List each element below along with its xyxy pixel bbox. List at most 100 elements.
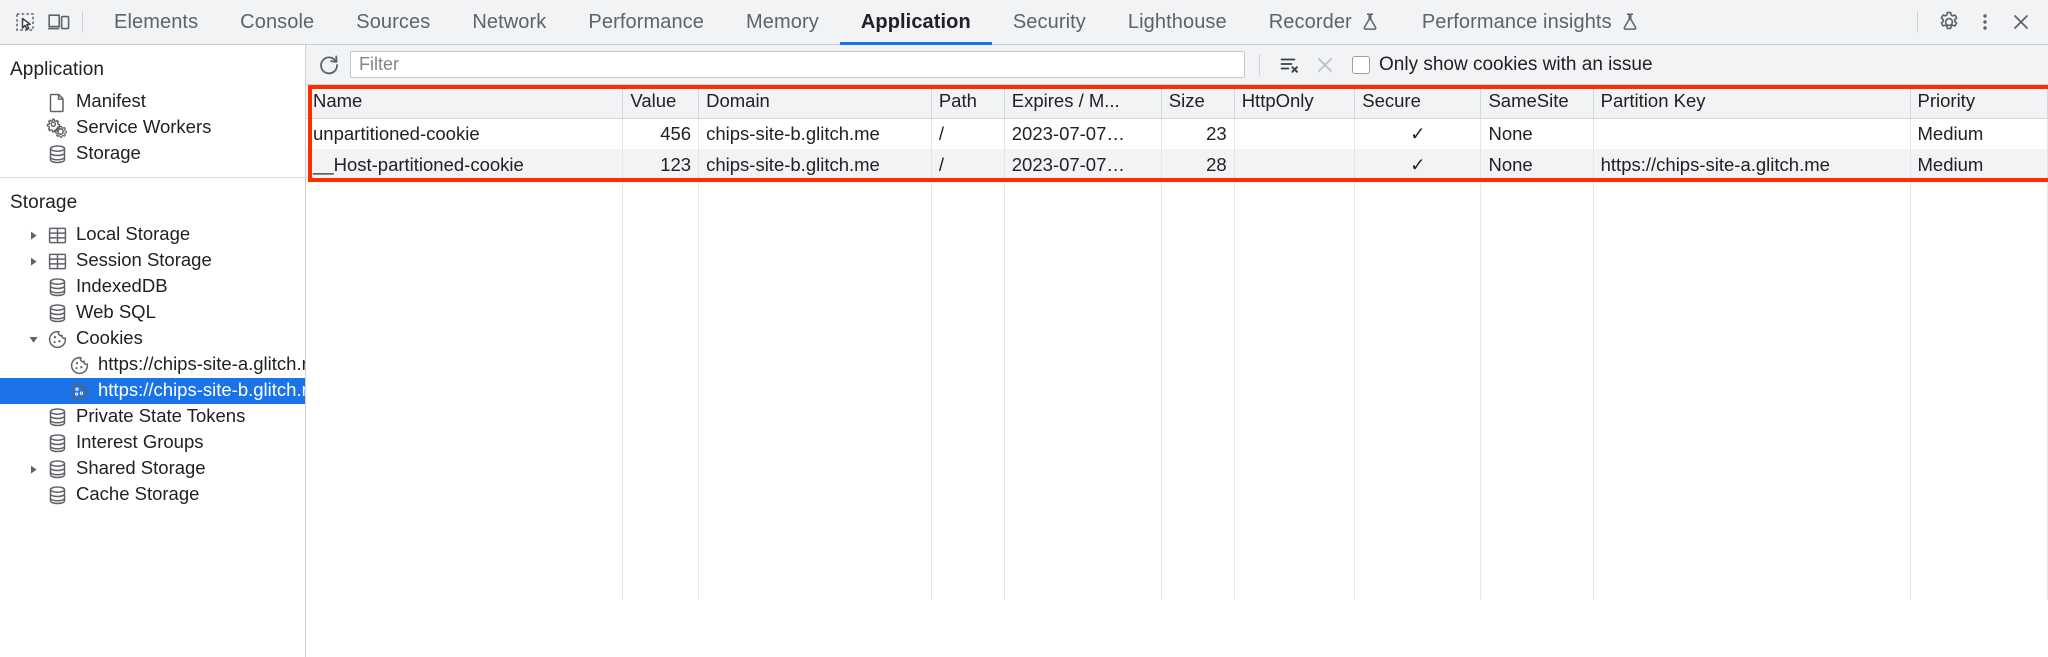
refresh-icon[interactable] bbox=[314, 50, 344, 80]
tab-sources[interactable]: Sources bbox=[335, 0, 451, 45]
only-issues-label: Only show cookies with an issue bbox=[1379, 53, 1653, 75]
filter-input[interactable]: Filter bbox=[350, 51, 1245, 78]
chevron-collapsed-icon[interactable] bbox=[22, 463, 44, 476]
tab-network[interactable]: Network bbox=[451, 0, 567, 45]
tab-label: Application bbox=[860, 10, 971, 33]
sidebar-item-indexeddb[interactable]: IndexedDB bbox=[0, 274, 305, 300]
table-icon bbox=[44, 251, 70, 272]
clear-filter-icon[interactable] bbox=[1274, 50, 1304, 80]
sidebar-item-https-chips-site-b-glitch-me[interactable]: https://chips-site-b.glitch.me bbox=[0, 378, 305, 404]
chevron-collapsed-icon[interactable] bbox=[22, 255, 44, 268]
cell-samesite[interactable]: None bbox=[1480, 118, 1594, 149]
sidebar-item-label: Cache Storage bbox=[76, 483, 200, 505]
chevron-expanded-icon[interactable] bbox=[22, 333, 44, 346]
gear-icon[interactable] bbox=[1932, 5, 1966, 39]
sidebar-item-storage[interactable]: Storage bbox=[0, 141, 305, 167]
sidebar-item-label: Service Workers bbox=[76, 116, 212, 138]
sidebar-item-local-storage[interactable]: Local Storage bbox=[0, 222, 305, 248]
inspect-element-icon[interactable] bbox=[8, 5, 42, 39]
cell-path[interactable]: / bbox=[931, 149, 1005, 180]
tab-console[interactable]: Console bbox=[219, 0, 335, 45]
cell-httponly[interactable] bbox=[1234, 118, 1356, 149]
cell-value[interactable]: 456 bbox=[622, 118, 700, 149]
cell-domain[interactable]: chips-site-b.glitch.me bbox=[698, 149, 932, 180]
sidebar-item-cache-storage[interactable]: Cache Storage bbox=[0, 482, 305, 508]
sidebar-item-label: Cookies bbox=[76, 327, 143, 349]
sidebar-item-shared-storage[interactable]: Shared Storage bbox=[0, 456, 305, 482]
column-header[interactable]: Size bbox=[1161, 85, 1235, 119]
cell-path[interactable]: / bbox=[931, 118, 1005, 149]
filter-placeholder-text: Filter bbox=[359, 54, 399, 74]
filler-cell bbox=[931, 180, 1005, 600]
cell-priority[interactable]: Medium bbox=[1910, 118, 2048, 149]
cell-size[interactable]: 23 bbox=[1161, 118, 1235, 149]
cell-secure[interactable]: ✓ bbox=[1354, 118, 1482, 149]
sidebar-item-session-storage[interactable]: Session Storage bbox=[0, 248, 305, 274]
column-header[interactable]: SameSite bbox=[1480, 85, 1594, 119]
cell-samesite[interactable]: None bbox=[1480, 149, 1594, 180]
filler-cell bbox=[1910, 180, 2048, 600]
chevron-collapsed-icon[interactable] bbox=[22, 229, 44, 242]
column-header[interactable]: Domain bbox=[698, 85, 932, 119]
sidebar-item-cookies[interactable]: Cookies bbox=[0, 326, 305, 352]
sidebar-item-private-state-tokens[interactable]: Private State Tokens bbox=[0, 404, 305, 430]
cookie-icon bbox=[66, 355, 92, 376]
sidebar-item-web-sql[interactable]: Web SQL bbox=[0, 300, 305, 326]
sidebar-item-label: Interest Groups bbox=[76, 431, 204, 453]
tab-lighthouse[interactable]: Lighthouse bbox=[1107, 0, 1248, 45]
cell-size[interactable]: 28 bbox=[1161, 149, 1235, 180]
database-icon bbox=[44, 433, 70, 454]
tab-application[interactable]: Application bbox=[839, 0, 992, 45]
tab-security[interactable]: Security bbox=[992, 0, 1107, 45]
column-header[interactable]: Priority bbox=[1910, 85, 2048, 119]
database-icon bbox=[44, 459, 70, 480]
cell-priority[interactable]: Medium bbox=[1910, 149, 2048, 180]
sidebar-item-label: Manifest bbox=[76, 90, 146, 112]
column-header[interactable]: Expires / M... bbox=[1004, 85, 1162, 119]
tab-performance[interactable]: Performance bbox=[567, 0, 725, 45]
column-header[interactable]: Value bbox=[622, 85, 700, 119]
only-issues-checkbox[interactable] bbox=[1352, 55, 1370, 74]
tab-performance-insights[interactable]: Performance insights bbox=[1401, 0, 1661, 45]
cell-httponly[interactable] bbox=[1234, 149, 1356, 180]
tab-recorder[interactable]: Recorder bbox=[1248, 0, 1401, 45]
cell-name[interactable]: __Host-partitioned-cookie bbox=[306, 149, 624, 180]
filler-cell bbox=[622, 180, 700, 600]
cookie-icon bbox=[44, 329, 70, 350]
column-header[interactable]: Path bbox=[931, 85, 1005, 119]
cell-secure[interactable]: ✓ bbox=[1354, 149, 1482, 180]
toolbar-divider bbox=[82, 11, 83, 33]
database-icon bbox=[44, 277, 70, 298]
cell-partition-key[interactable] bbox=[1593, 118, 1911, 149]
tab-elements[interactable]: Elements bbox=[93, 0, 219, 45]
sidebar-item-interest-groups[interactable]: Interest Groups bbox=[0, 430, 305, 456]
cell-value[interactable]: 123 bbox=[622, 149, 700, 180]
tab-memory[interactable]: Memory bbox=[725, 0, 840, 45]
only-issues-checkbox-row[interactable]: Only show cookies with an issue bbox=[1352, 54, 1653, 76]
column-header[interactable]: Secure bbox=[1354, 85, 1482, 119]
database-icon bbox=[44, 144, 70, 165]
sidebar-item-service-workers[interactable]: Service Workers bbox=[0, 115, 305, 141]
cell-domain[interactable]: chips-site-b.glitch.me bbox=[698, 118, 932, 149]
device-toolbar-icon[interactable] bbox=[42, 5, 76, 39]
cell-partition-key[interactable]: https://chips-site-a.glitch.me bbox=[1593, 149, 1911, 180]
sidebar-item-https-chips-site-a-glitch-me[interactable]: https://chips-site-a.glitch.me bbox=[0, 352, 305, 378]
column-header[interactable]: Partition Key bbox=[1593, 85, 1911, 119]
sidebar-item-manifest[interactable]: Manifest bbox=[0, 89, 305, 115]
close-icon[interactable] bbox=[2004, 5, 2038, 39]
column-header[interactable]: HttpOnly bbox=[1234, 85, 1356, 119]
clear-all-x-icon[interactable] bbox=[1310, 50, 1340, 80]
cell-name[interactable]: unpartitioned-cookie bbox=[306, 118, 624, 149]
filler-cell bbox=[1161, 180, 1235, 600]
cell-expires[interactable]: 2023-07-07… bbox=[1004, 149, 1162, 180]
tab-active-underline bbox=[839, 41, 992, 45]
more-vertical-icon[interactable] bbox=[1968, 5, 2002, 39]
column-header[interactable]: Name bbox=[306, 85, 624, 119]
cell-expires[interactable]: 2023-07-07… bbox=[1004, 118, 1162, 149]
